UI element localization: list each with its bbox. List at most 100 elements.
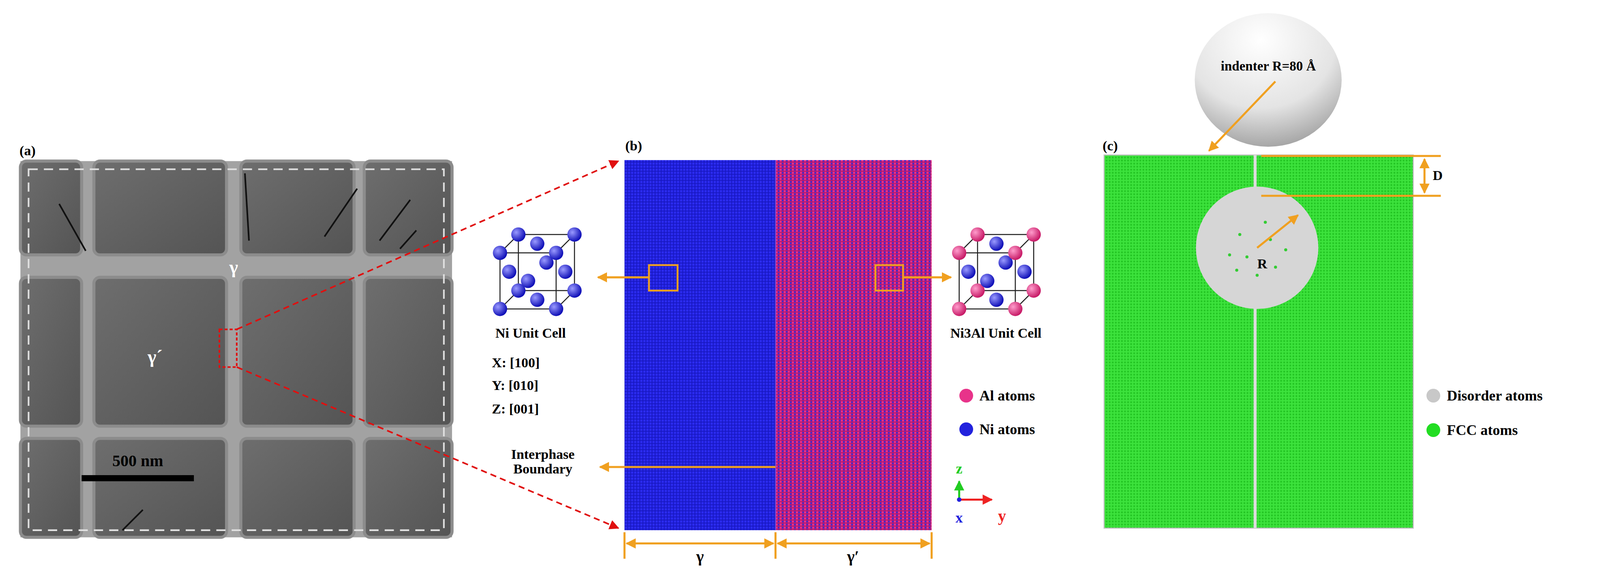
legend-swatch: [1426, 388, 1441, 403]
axis-triad: [956, 497, 962, 502]
leader-arrow: [902, 276, 951, 279]
fcc-atom-cluster: [1284, 248, 1288, 252]
ni3al-unit-cell: [961, 236, 1032, 308]
phase-bracket: [623, 532, 626, 559]
phase-label: γ′: [847, 548, 860, 566]
dislocation-line: [379, 199, 410, 241]
dimension-label: D: [1432, 168, 1444, 183]
dislocation-line: [122, 510, 143, 531]
dislocation-line: [400, 230, 417, 249]
axis-orientation: Y: [010]: [491, 378, 539, 393]
ni-unit-cell: [549, 245, 564, 260]
indenter-sphere-shape: [1194, 13, 1342, 147]
callout-box: [649, 265, 904, 291]
sem-micrograph: [20, 142, 453, 538]
ni3al-unit-cell: [959, 253, 1016, 309]
axis-label: z: [956, 461, 963, 477]
ni3al-unit-cell: [952, 245, 1023, 317]
gamma-prime-cube: [94, 277, 227, 427]
indentation-model: [1104, 154, 1414, 529]
phase-label: γ: [229, 257, 239, 277]
ni-unit-cell: [521, 273, 536, 288]
legend-text: Ni atoms: [979, 420, 1036, 438]
fcc-atom-cluster: [1238, 233, 1242, 237]
gamma-prime-cube: [364, 160, 452, 255]
sem-micrograph: [20, 160, 453, 538]
ni-unit-cell: [549, 301, 564, 316]
ni3al-unit-cell: [961, 264, 976, 279]
gamma-prime-cube: [94, 438, 227, 538]
ni-unit-cell: [501, 264, 517, 279]
ni3al-unit-cell: [952, 227, 1041, 317]
gamma-prime-cube: [20, 160, 82, 255]
scale-bar-label: 500 nm: [112, 452, 164, 470]
dislocation-line: [59, 203, 86, 251]
dimension-line: [1423, 158, 1426, 193]
leader-arrow: [598, 277, 952, 468]
legend-swatch: [1426, 423, 1441, 438]
dislocation-line: [324, 188, 358, 237]
dimension-line: [1256, 215, 1298, 248]
phase-bracket: [930, 532, 933, 559]
gamma-prime-cube: [240, 160, 354, 255]
indenter-sphere: indenter R=80 Å: [1193, 12, 1343, 148]
ni3al-unit-cell: [970, 227, 1041, 299]
fcc-atom-cluster: [1235, 268, 1239, 273]
ni3al-unit-cell: [952, 245, 967, 260]
axis-orientation: X: [100]: [491, 356, 540, 371]
indenter-outline: [1193, 12, 1343, 148]
phase-bracket: [626, 542, 774, 545]
legend-entry: Ni atoms: [959, 420, 1036, 438]
ni3al-unit-cell: [1026, 227, 1041, 242]
ni3al-unit-cell: [989, 292, 1004, 307]
ni-unit-cell: [567, 283, 582, 298]
axis-orientation: Z: [001]: [491, 401, 539, 417]
panel-letter: (b): [625, 138, 643, 154]
ni3al-unit-cell: [970, 227, 985, 242]
fcc-region: [1104, 154, 1414, 529]
ni-unit-cell: [511, 227, 526, 242]
interphase-boundary-line: [774, 160, 777, 531]
zoom-box: [219, 329, 237, 367]
axis-label: y: [997, 507, 1006, 525]
axis-triad: [958, 481, 961, 500]
ni-unit-cell: [518, 234, 575, 291]
ni3al-unit-cell: [1017, 264, 1032, 279]
ni-unit-cell: [529, 292, 545, 307]
gamma-phase-region: [624, 160, 776, 531]
axis-triad: [956, 481, 992, 502]
phase-label: γ: [696, 548, 704, 566]
legend-entry: FCC atoms: [1426, 421, 1518, 439]
dislocation-line: [59, 142, 417, 531]
legend-entry: Al atoms: [959, 387, 1036, 405]
phase-bracket: [624, 532, 932, 559]
dimension-line: [1256, 156, 1441, 248]
phase-label: γ´: [147, 347, 163, 367]
scale-bar: [81, 475, 194, 482]
ni-unit-cell: [493, 227, 582, 317]
zoom-leader: [236, 366, 619, 528]
phase-bracket: [777, 542, 930, 545]
gamma-prime-region: [775, 160, 932, 531]
ni3al-unit-cell: [1026, 283, 1041, 298]
dimension-line: [1261, 194, 1441, 197]
ni-unit-cell: [493, 227, 582, 317]
fcc-atom-cluster: [1245, 255, 1249, 259]
legend-text: FCC atoms: [1446, 421, 1518, 439]
ni3al-unit-cell: [989, 236, 1004, 251]
legend-entry: Disorder atoms: [1426, 387, 1543, 405]
dimension-line: [1261, 154, 1441, 157]
zoom-leader: [236, 160, 619, 528]
leader-arrow: [598, 276, 650, 279]
axis-triad: [959, 498, 993, 501]
ni-unit-cell: [499, 253, 556, 309]
ni-unit-cell: [558, 264, 573, 279]
unit-cell-label: Ni Unit Cell: [495, 326, 567, 342]
gamma-prime-cube: [240, 438, 354, 538]
node-label: indenter R=80 Å: [1220, 58, 1317, 74]
callout-box: [875, 265, 903, 291]
phase-bracket: [774, 532, 777, 559]
